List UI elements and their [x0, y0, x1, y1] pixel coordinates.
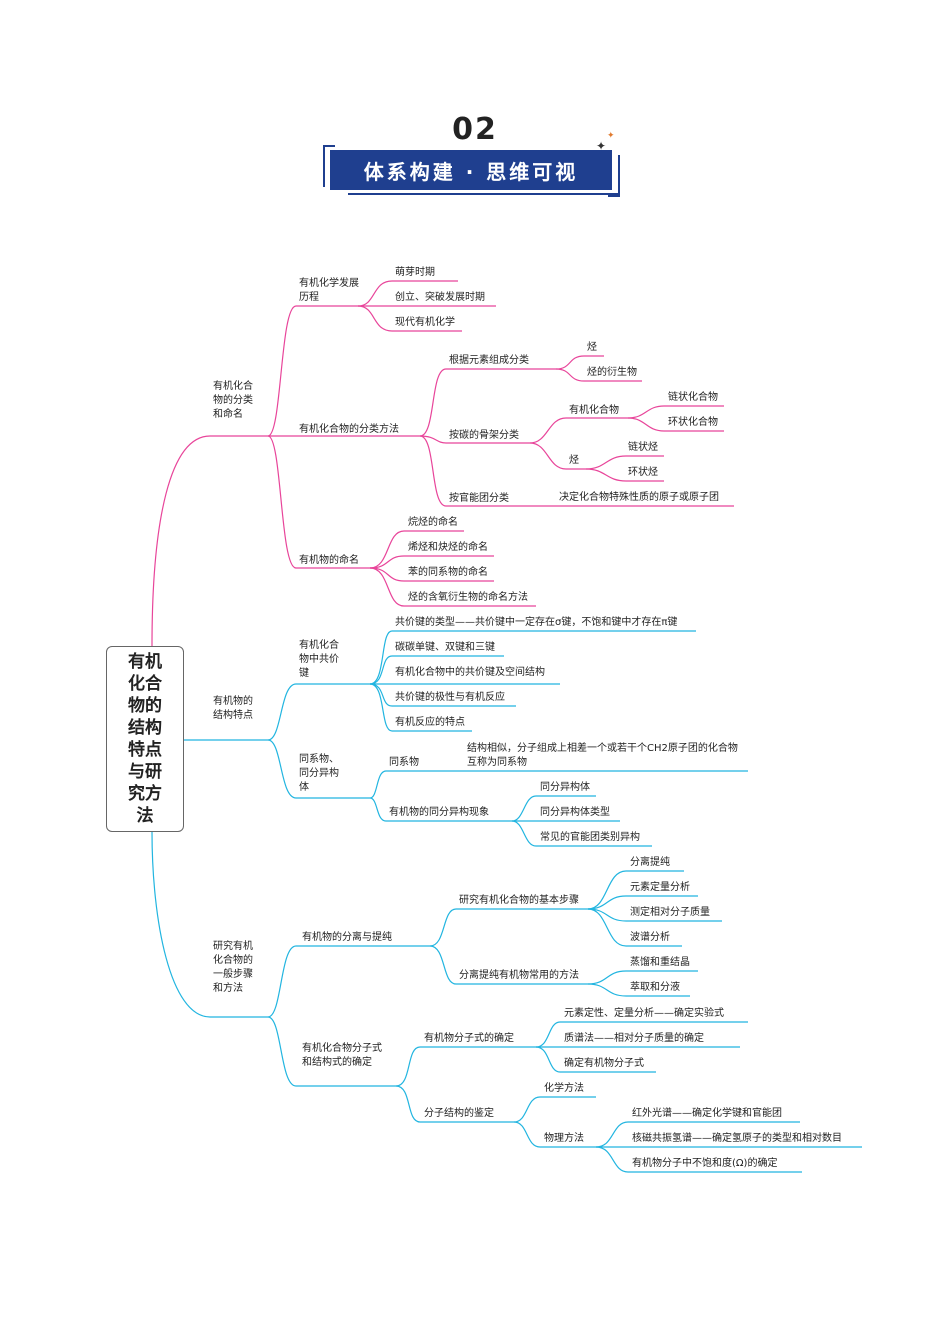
- node-naming: 有机物的命名: [299, 555, 359, 566]
- leaf-step-4: 波谱分析: [630, 932, 670, 943]
- node-common-methods: 分离提纯有机物常用的方法: [459, 970, 579, 981]
- leaf-bond-1: 共价键的类型——共价键中一定存在σ键，不饱和键中才存在π键: [395, 617, 678, 628]
- banner-frame-left: [323, 145, 335, 187]
- leaf-formula-2: 质谱法——相对分子质量的确定: [564, 1033, 704, 1044]
- leaf-functional-group: 决定化合物特殊性质的原子或原子团: [559, 492, 719, 503]
- leaf-method-2: 萃取和分液: [630, 982, 680, 993]
- leaf-naming-2: 烯烃和炔烃的命名: [408, 542, 488, 553]
- leaf-hydrocarbon: 烃: [587, 342, 597, 353]
- node-homolog-isomer: 同系物、同分异构体: [299, 754, 339, 793]
- node-organic-compound: 有机化合物: [569, 405, 619, 416]
- node-physical-method: 物理方法: [544, 1133, 584, 1144]
- leaf-formula-1: 元素定性、定量分析——确定实验式: [564, 1008, 724, 1019]
- leaf-isomer-1: 同分异构体: [540, 782, 590, 793]
- leaf-step-2: 元素定量分析: [630, 882, 690, 893]
- node-classification: 有机化合物的分类方法: [299, 424, 399, 435]
- leaf-history-2: 创立、突破发展时期: [395, 292, 485, 303]
- leaf-step-3: 测定相对分子质量: [630, 907, 710, 918]
- node-by-skeleton: 按碳的骨架分类: [449, 430, 519, 441]
- root-node: 有机化合物的结构特点与研究方法: [106, 646, 184, 832]
- sparkle-icon: ✦: [596, 139, 607, 153]
- leaf-bond-3: 有机化合物中的共价键及空间结构: [395, 667, 545, 678]
- leaf-history-3: 现代有机化学: [395, 317, 455, 328]
- leaf-isomer-3: 常见的官能团类别异构: [540, 832, 640, 843]
- branch-classification-naming: 有机化合物的分类和命名: [213, 381, 253, 420]
- leaf-history-1: 萌芽时期: [395, 267, 435, 278]
- node-by-functional-group: 按官能团分类: [449, 493, 509, 504]
- leaf-derivative: 烃的衍生物: [587, 367, 637, 378]
- node-by-element: 根据元素组成分类: [449, 355, 529, 366]
- leaf-physical-2: 核磁共振氢谱——确定氢原子的类型和相对数目: [632, 1133, 842, 1144]
- leaf-physical-3: 有机物分子中不饱和度(Ω)的确定: [632, 1158, 778, 1169]
- node-hydrocarbon: 烃: [569, 455, 579, 466]
- sparkle-icon: ✦: [607, 131, 615, 141]
- node-covalent-bond: 有机化合物中共价键: [299, 640, 339, 679]
- leaf-ring-hydrocarbon: 环状烃: [628, 467, 658, 478]
- node-chemical-method: 化学方法: [544, 1083, 584, 1094]
- banner-frame-right: [608, 155, 620, 197]
- leaf-chain-hydrocarbon: 链状烃: [628, 442, 658, 453]
- node-molecular-formula: 有机物分子式的确定: [424, 1033, 514, 1044]
- section-number: 02: [452, 112, 498, 147]
- leaf-bond-4: 共价键的极性与有机反应: [395, 692, 505, 703]
- leaf-homolog-definition: 结构相似，分子组成上相差一个或若干个CH2原子团的化合物互称为同系物: [467, 743, 738, 768]
- leaf-naming-4: 烃的含氧衍生物的命名方法: [408, 592, 528, 603]
- branch-research-methods: 研究有机化合物的一般步骤和方法: [213, 941, 253, 994]
- node-history: 有机化学发展历程: [299, 278, 359, 303]
- node-basic-steps: 研究有机化合物的基本步骤: [459, 895, 579, 906]
- node-structure-identification: 分子结构的鉴定: [424, 1108, 494, 1119]
- section-banner: 体系构建 · 思维可视: [330, 150, 612, 190]
- branch-structure: 有机物的结构特点: [213, 696, 253, 721]
- node-separation: 有机物的分离与提纯: [302, 932, 392, 943]
- leaf-chain-compound: 链状化合物: [668, 392, 718, 403]
- leaf-step-1: 分离提纯: [630, 857, 670, 868]
- leaf-physical-1: 红外光谱——确定化学键和官能团: [632, 1108, 782, 1119]
- node-homolog: 同系物: [389, 757, 419, 768]
- leaf-naming-3: 苯的同系物的命名: [408, 567, 488, 578]
- leaf-isomer-2: 同分异构体类型: [540, 807, 610, 818]
- node-isomerism: 有机物的同分异构现象: [389, 807, 489, 818]
- leaf-formula-3: 确定有机物分子式: [564, 1058, 644, 1069]
- banner-frame-bottom: [348, 193, 618, 195]
- node-formula-determination: 有机化合物分子式和结构式的确定: [302, 1043, 382, 1068]
- leaf-naming-1: 烷烃的命名: [408, 517, 458, 528]
- leaf-bond-2: 碳碳单键、双键和三键: [395, 642, 495, 653]
- leaf-bond-5: 有机反应的特点: [395, 717, 465, 728]
- leaf-method-1: 蒸馏和重结晶: [630, 957, 690, 968]
- leaf-ring-compound: 环状化合物: [668, 417, 718, 428]
